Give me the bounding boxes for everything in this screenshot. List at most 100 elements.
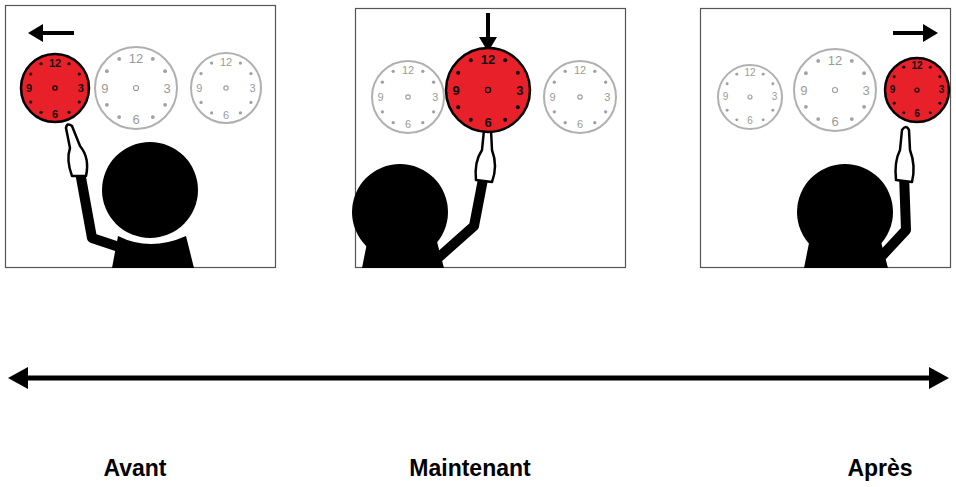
hour-dot [771, 82, 774, 85]
clock-circle [794, 49, 876, 131]
hour-dot [850, 117, 854, 121]
hour-dot [804, 105, 808, 109]
hour-dot [432, 110, 435, 113]
clock-numeral: 6 [484, 115, 491, 128]
clock-circle [95, 47, 177, 129]
hour-dot [553, 110, 556, 113]
arrow-head [929, 367, 949, 389]
hour-dot [39, 111, 42, 114]
hour-dot [516, 71, 520, 75]
clock-numeral: 12 [129, 51, 143, 64]
arrow-head [28, 24, 43, 42]
clock-centre [133, 85, 138, 90]
clock-numeral: 6 [223, 109, 229, 120]
clock-numeral: 9 [196, 83, 202, 94]
hour-dot [862, 105, 866, 109]
clock-numeral: 9 [453, 84, 460, 97]
clock-numeral: 6 [914, 109, 920, 119]
clock-face: 12369 [190, 52, 262, 124]
hour-dot [604, 81, 607, 84]
hour-dot [503, 118, 507, 122]
hour-dot [210, 61, 213, 64]
clock-circle [544, 61, 616, 133]
hour-dot [726, 82, 729, 85]
hour-dot [804, 71, 808, 75]
hour-dot [902, 66, 905, 69]
hour-dot [816, 59, 820, 63]
panel-frame [6, 6, 276, 268]
hour-dot [929, 66, 932, 69]
timeline-axis [24, 376, 932, 381]
hour-dot [421, 70, 424, 73]
clock-numeral: 9 [800, 84, 807, 97]
clock-circle [191, 53, 261, 123]
clock-numeral: 12 [828, 53, 842, 66]
clock-numeral: 3 [939, 85, 945, 95]
hour-dot [117, 57, 121, 61]
hour-dot [199, 72, 202, 75]
figure-head [797, 164, 893, 260]
hour-dot [762, 118, 765, 121]
clock-numeral: 3 [78, 83, 84, 94]
hour-dot [516, 105, 520, 109]
hour-dot [503, 58, 507, 62]
clock-numeral: 9 [723, 92, 729, 102]
hour-dot [938, 102, 941, 105]
clock-numeral: 12 [49, 57, 61, 68]
pointing-hand [896, 127, 914, 182]
hour-dot [392, 121, 395, 124]
hour-dot [163, 103, 167, 107]
hour-dot [199, 101, 202, 104]
clock-circle [21, 54, 89, 122]
figure-arm [80, 172, 128, 250]
stick-figure [352, 127, 495, 268]
hour-dot [78, 72, 81, 75]
clock-face: 12369 [543, 60, 617, 134]
hour-dot [762, 73, 765, 76]
hour-dot [593, 70, 596, 73]
direction-arrow [40, 31, 74, 35]
hour-dot [456, 105, 460, 109]
clock-face: 12369 [717, 64, 783, 130]
hour-dot [850, 59, 854, 63]
clock-face: 12 3 6 9 [445, 47, 531, 133]
hour-dot [564, 121, 567, 124]
direction-arrow [486, 13, 490, 38]
time-label: Après [847, 455, 912, 482]
clock-numeral: 6 [52, 108, 58, 119]
hour-dot [67, 111, 70, 114]
clock-centre [485, 87, 490, 92]
clock-face: 12369 [94, 46, 178, 130]
direction-arrow [893, 31, 925, 35]
hour-dot [29, 100, 32, 103]
clock-face: 12369 [371, 60, 445, 134]
figure-arm [880, 174, 906, 258]
hour-dot [929, 111, 932, 114]
hour-dot [239, 111, 242, 114]
figure-head [102, 142, 198, 238]
clock-face: 12369 [884, 57, 950, 123]
hour-dot [893, 102, 896, 105]
hour-dot [469, 58, 473, 62]
stick-figure [797, 127, 914, 268]
hour-dot [862, 71, 866, 75]
clock-numeral: 3 [862, 84, 869, 97]
clock-numeral: 6 [132, 113, 139, 126]
hour-dot [893, 75, 896, 78]
clock-centre [832, 87, 837, 92]
clock-numeral: 9 [101, 82, 108, 95]
hour-dot [67, 62, 70, 65]
clock-centre [578, 95, 582, 99]
clock-numeral: 12 [481, 53, 495, 66]
clock-numeral: 3 [772, 92, 778, 102]
hour-dot [105, 103, 109, 107]
clock-numeral: 3 [516, 84, 523, 97]
clock-circle [718, 65, 782, 129]
hour-dot [381, 110, 384, 113]
hour-dot [39, 62, 42, 65]
clock-numeral: 3 [432, 92, 438, 103]
clock-circle [446, 48, 530, 132]
hour-dot [604, 110, 607, 113]
hour-dot [432, 81, 435, 84]
